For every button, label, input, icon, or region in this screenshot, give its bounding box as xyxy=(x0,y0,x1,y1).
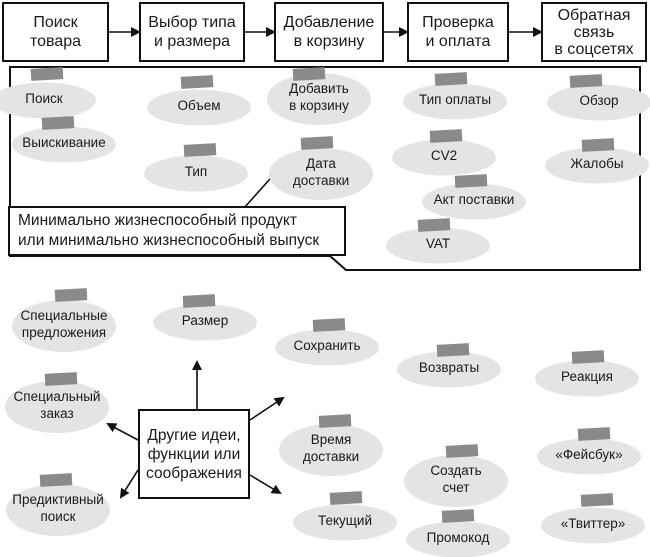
mvp-card-tape xyxy=(581,138,615,152)
mvp-card-label: CV2 xyxy=(430,148,458,163)
mvp-card-background xyxy=(269,148,373,200)
other-card-label: Специальный заказ xyxy=(13,389,101,421)
mvp-card-label: Добавить в корзину xyxy=(289,81,349,113)
mvp-card-background xyxy=(147,89,251,126)
other-card-label: Возвраты xyxy=(418,360,480,375)
other-card-background xyxy=(5,381,109,433)
mvp-card-label: Обзор xyxy=(579,93,619,108)
mvp-card-background xyxy=(545,147,649,184)
other-card-background xyxy=(12,300,116,352)
other-card-background xyxy=(404,455,508,507)
ideas-arrow xyxy=(106,423,139,441)
step-social-feedback: Обратная связь в соцсетях xyxy=(541,2,647,62)
mvp-card-background xyxy=(547,84,650,121)
other-card-background xyxy=(153,304,257,341)
mvp-card-label: Тип оплаты xyxy=(418,92,492,107)
step-add-to-cart: Добавление в корзину xyxy=(274,2,384,62)
ideas-arrow xyxy=(249,474,282,495)
other-card-tape xyxy=(54,288,88,302)
ideas-arrow xyxy=(249,396,285,421)
other-card-tape xyxy=(445,444,479,458)
other-card-label: «Фейсбук» xyxy=(555,447,623,462)
mvp-card-label: Тип xyxy=(184,164,208,179)
other-card-tape xyxy=(329,491,363,505)
mvp-card-tape xyxy=(41,116,75,130)
other-card-tape xyxy=(312,318,346,332)
mvp-card-background xyxy=(386,227,490,264)
other-card-background xyxy=(279,424,383,476)
mvp-card-background xyxy=(267,73,371,125)
other-card-tape xyxy=(577,427,611,441)
other-card-label: Размер xyxy=(181,313,229,328)
mvp-card-background xyxy=(392,139,496,176)
ideas-arrow xyxy=(119,469,139,499)
mvp-card-background xyxy=(144,155,248,192)
other-card-tape xyxy=(39,473,73,487)
other-card-label: Создать счет xyxy=(430,463,482,495)
other-card-tape xyxy=(580,493,614,507)
other-card-tape xyxy=(436,343,470,357)
other-card-label: Сохранить xyxy=(293,338,361,353)
mvp-card-background xyxy=(403,83,507,120)
mvp-card-background xyxy=(422,183,526,220)
other-card-label: Реакция xyxy=(561,369,613,384)
step-select-type-size: Выбор типа и размера xyxy=(139,2,245,62)
mvp-card-label: Жалобы xyxy=(570,156,624,171)
mvp-card-tape xyxy=(180,75,214,89)
other-card-tape xyxy=(44,372,78,386)
mvp-label: Минимально жизнеспособный продукт или ми… xyxy=(8,206,346,256)
mvp-card-tape xyxy=(417,218,451,232)
mvp-card-label: Объем xyxy=(177,98,221,113)
other-card-label: Время доставки xyxy=(302,432,360,464)
mvp-card-tape xyxy=(183,143,217,157)
mvp-card-tape xyxy=(434,72,468,86)
mvp-card-tape xyxy=(429,129,463,143)
other-card-background xyxy=(406,521,510,557)
mvp-boundary xyxy=(9,66,641,271)
mvp-card-tape xyxy=(30,67,64,81)
other-card-background xyxy=(293,504,397,541)
other-card-tape xyxy=(441,509,475,523)
mvp-card-label: Выискивание xyxy=(22,135,106,150)
other-card-label: Текущий xyxy=(318,513,372,528)
step-search: Поиск товара xyxy=(2,2,109,62)
mvp-card-tape xyxy=(292,67,326,81)
mvp-card-label: Поиск xyxy=(25,91,63,106)
mvp-card-tape xyxy=(454,174,488,188)
mvp-card-background xyxy=(0,82,96,119)
mvp-card-label: VAT xyxy=(425,236,451,251)
other-card-tape xyxy=(571,350,605,364)
mvp-card-tape xyxy=(300,136,334,150)
other-card-tape xyxy=(182,294,216,308)
step-checkout: Проверка и оплата xyxy=(407,2,509,62)
other-card-tape xyxy=(318,414,352,428)
other-card-background xyxy=(535,360,639,397)
other-card-label: Промокод xyxy=(426,530,490,545)
mvp-card-label: Дата доставки xyxy=(292,156,350,188)
mvp-card-label: Акт поставки xyxy=(433,192,515,207)
other-ideas-box: Другие идеи, функции или соображения xyxy=(138,409,250,499)
other-card-background xyxy=(6,484,110,536)
mvp-card-background xyxy=(12,126,116,163)
other-card-label: Предиктивный поиск xyxy=(12,492,104,524)
other-card-label: Специальные предложения xyxy=(20,308,108,340)
other-card-background xyxy=(541,507,645,544)
other-card-background xyxy=(275,329,379,366)
mvp-card-tape xyxy=(569,74,603,88)
other-card-background xyxy=(537,438,641,475)
other-card-label: «Твиттер» xyxy=(560,516,626,531)
other-card-background xyxy=(397,351,501,388)
